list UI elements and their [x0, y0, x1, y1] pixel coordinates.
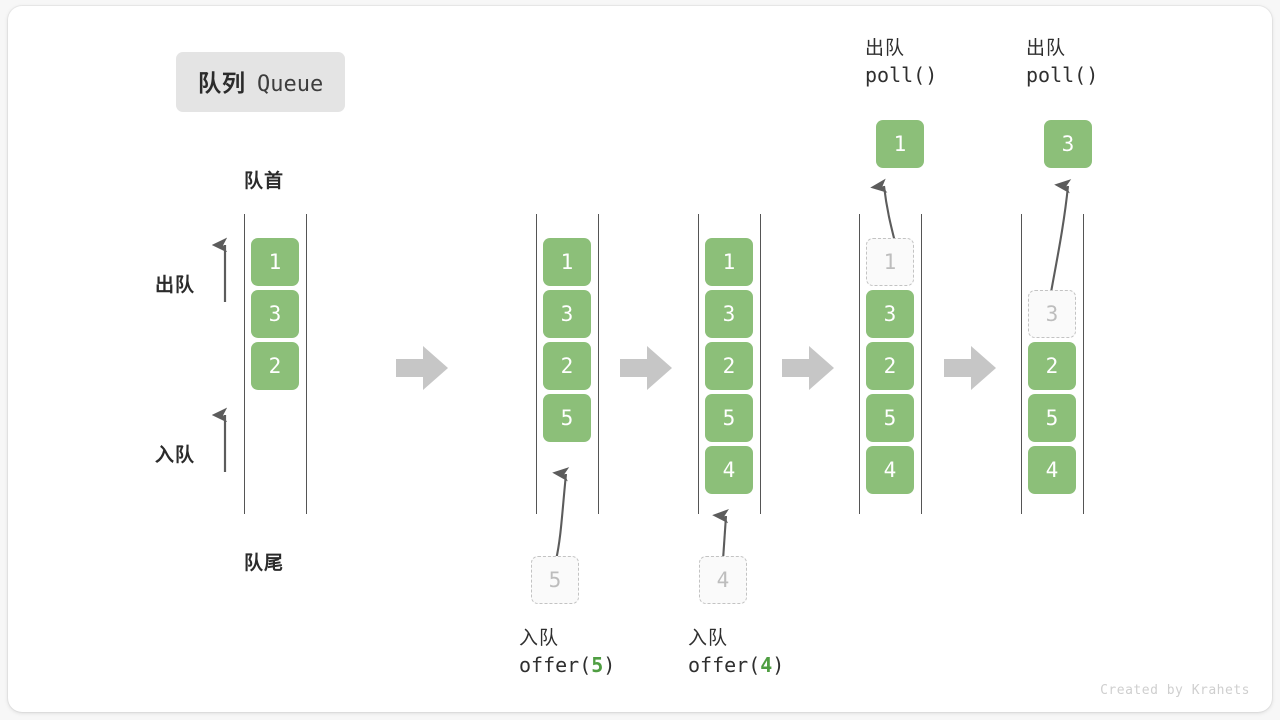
code-prefix: offer( [519, 652, 592, 677]
rail-left [536, 214, 537, 514]
caption-poll-1-cn: 出队 [865, 38, 906, 59]
queue-cell: 4 [866, 446, 914, 494]
dequeue-direction-arrow-icon [214, 238, 238, 302]
flow-arrow-icon [620, 346, 672, 390]
queue-column-initial: 1 3 2 [244, 214, 320, 514]
queue-tail-label: 队尾 [244, 553, 285, 574]
queue-cell: 3 [866, 290, 914, 338]
queue-slot: 4 [866, 446, 914, 494]
queue-cell: 3 [705, 290, 753, 338]
enqueue-direction-label: 入队 [155, 445, 196, 466]
rail-right [1083, 214, 1084, 514]
queue-cell: 2 [1028, 342, 1076, 390]
rail-left [859, 214, 860, 514]
queue-slot: 5 [705, 394, 753, 442]
queue-slot: 2 [543, 342, 591, 390]
code-suffix: ) [772, 652, 785, 677]
caption-poll-3: 出队 poll() [1026, 36, 1098, 89]
title-english: Queue [257, 72, 324, 97]
queue-cell: 2 [251, 342, 299, 390]
flow-arrow-icon [396, 346, 448, 390]
queue-cell: 1 [705, 238, 753, 286]
queue-cell: 5 [866, 394, 914, 442]
code-arg: 5 [591, 652, 604, 677]
caption-offer-5-code: offer(5) [519, 652, 615, 679]
caption-offer-5: 入队 offer(5) [519, 626, 615, 679]
queue-column-offer-4: 1 3 2 5 4 [698, 214, 774, 514]
queue-cell-new: 5 [543, 394, 591, 442]
code-suffix: ) [603, 652, 616, 677]
flow-arrow-icon [782, 346, 834, 390]
popped-element-3: 3 [1044, 120, 1092, 168]
enqueue-arrow-4-icon [712, 509, 729, 561]
queue-cell: 5 [1028, 394, 1076, 442]
caption-offer-4-code: offer(4) [688, 652, 784, 679]
rail-right [921, 214, 922, 514]
pending-element-4: 4 [699, 556, 747, 604]
queue-slot: 5 [543, 394, 591, 442]
queue-slot: 2 [1028, 342, 1076, 390]
rail-right [760, 214, 761, 514]
queue-slot: 1 [705, 238, 753, 286]
queue-cell: 2 [705, 342, 753, 390]
queue-slot: 4 [1028, 446, 1076, 494]
credit-text: Created by Krahets [1100, 683, 1250, 698]
code-prefix: offer( [688, 652, 761, 677]
queue-slot: 1 [543, 238, 591, 286]
caption-poll-1: 出队 poll() [865, 36, 937, 89]
queue-slot: 1 [251, 238, 299, 286]
queue-column-poll-1: 1 3 2 5 4 [859, 214, 935, 514]
queue-cell: 5 [705, 394, 753, 442]
queue-cell: 1 [251, 238, 299, 286]
queue-slot: 2 [866, 342, 914, 390]
queue-slot: 3 [1028, 290, 1076, 338]
queue-head-label: 队首 [244, 171, 285, 192]
queue-slot: 3 [543, 290, 591, 338]
code-arg: 4 [760, 652, 773, 677]
queue-cell-new: 4 [705, 446, 753, 494]
queue-cell: 3 [251, 290, 299, 338]
queue-cell: 2 [543, 342, 591, 390]
queue-slot: 3 [866, 290, 914, 338]
queue-slot-empty [1028, 238, 1076, 286]
queue-slot: 4 [705, 446, 753, 494]
queue-cell: 4 [1028, 446, 1076, 494]
queue-slot: 2 [705, 342, 753, 390]
popped-element-1: 1 [876, 120, 924, 168]
queue-column-offer-5: 1 3 2 5 [536, 214, 612, 514]
rail-left [698, 214, 699, 514]
queue-cell-vacant [1028, 238, 1076, 286]
title-badge: 队列 Queue [176, 52, 346, 112]
dequeue-arrow-3-icon [1048, 179, 1072, 299]
rail-left [1021, 214, 1022, 514]
dequeue-direction-label: 出队 [155, 275, 196, 296]
enqueue-arrow-5-icon [552, 467, 570, 561]
queue-cell: 1 [543, 238, 591, 286]
diagram-card: 队列 Queue 队首 队尾 出队 入队 1 3 2 [8, 6, 1272, 712]
queue-cell: 2 [866, 342, 914, 390]
queue-cell-removed: 3 [1028, 290, 1076, 338]
rail-left [244, 214, 245, 514]
queue-cell: 3 [543, 290, 591, 338]
queue-column-poll-3: 3 2 5 4 [1021, 214, 1097, 514]
caption-offer-4-cn: 入队 [688, 628, 729, 649]
queue-slot: 5 [1028, 394, 1076, 442]
caption-poll-3-code: poll() [1026, 62, 1099, 87]
title-chinese: 队列 [198, 70, 246, 96]
queue-slot: 1 [866, 238, 914, 286]
pending-element-5: 5 [531, 556, 579, 604]
enqueue-direction-arrow-icon [214, 408, 238, 472]
queue-slot: 3 [705, 290, 753, 338]
queue-slot: 2 [251, 342, 299, 390]
queue-slot: 3 [251, 290, 299, 338]
queue-cell-removed: 1 [866, 238, 914, 286]
caption-poll-3-cn: 出队 [1026, 38, 1067, 59]
queue-slot: 5 [866, 394, 914, 442]
rail-right [598, 214, 599, 514]
caption-offer-4: 入队 offer(4) [688, 626, 784, 679]
caption-offer-5-cn: 入队 [519, 628, 560, 649]
flow-arrow-icon [944, 346, 996, 390]
rail-right [306, 214, 307, 514]
caption-poll-1-code: poll() [865, 62, 938, 87]
